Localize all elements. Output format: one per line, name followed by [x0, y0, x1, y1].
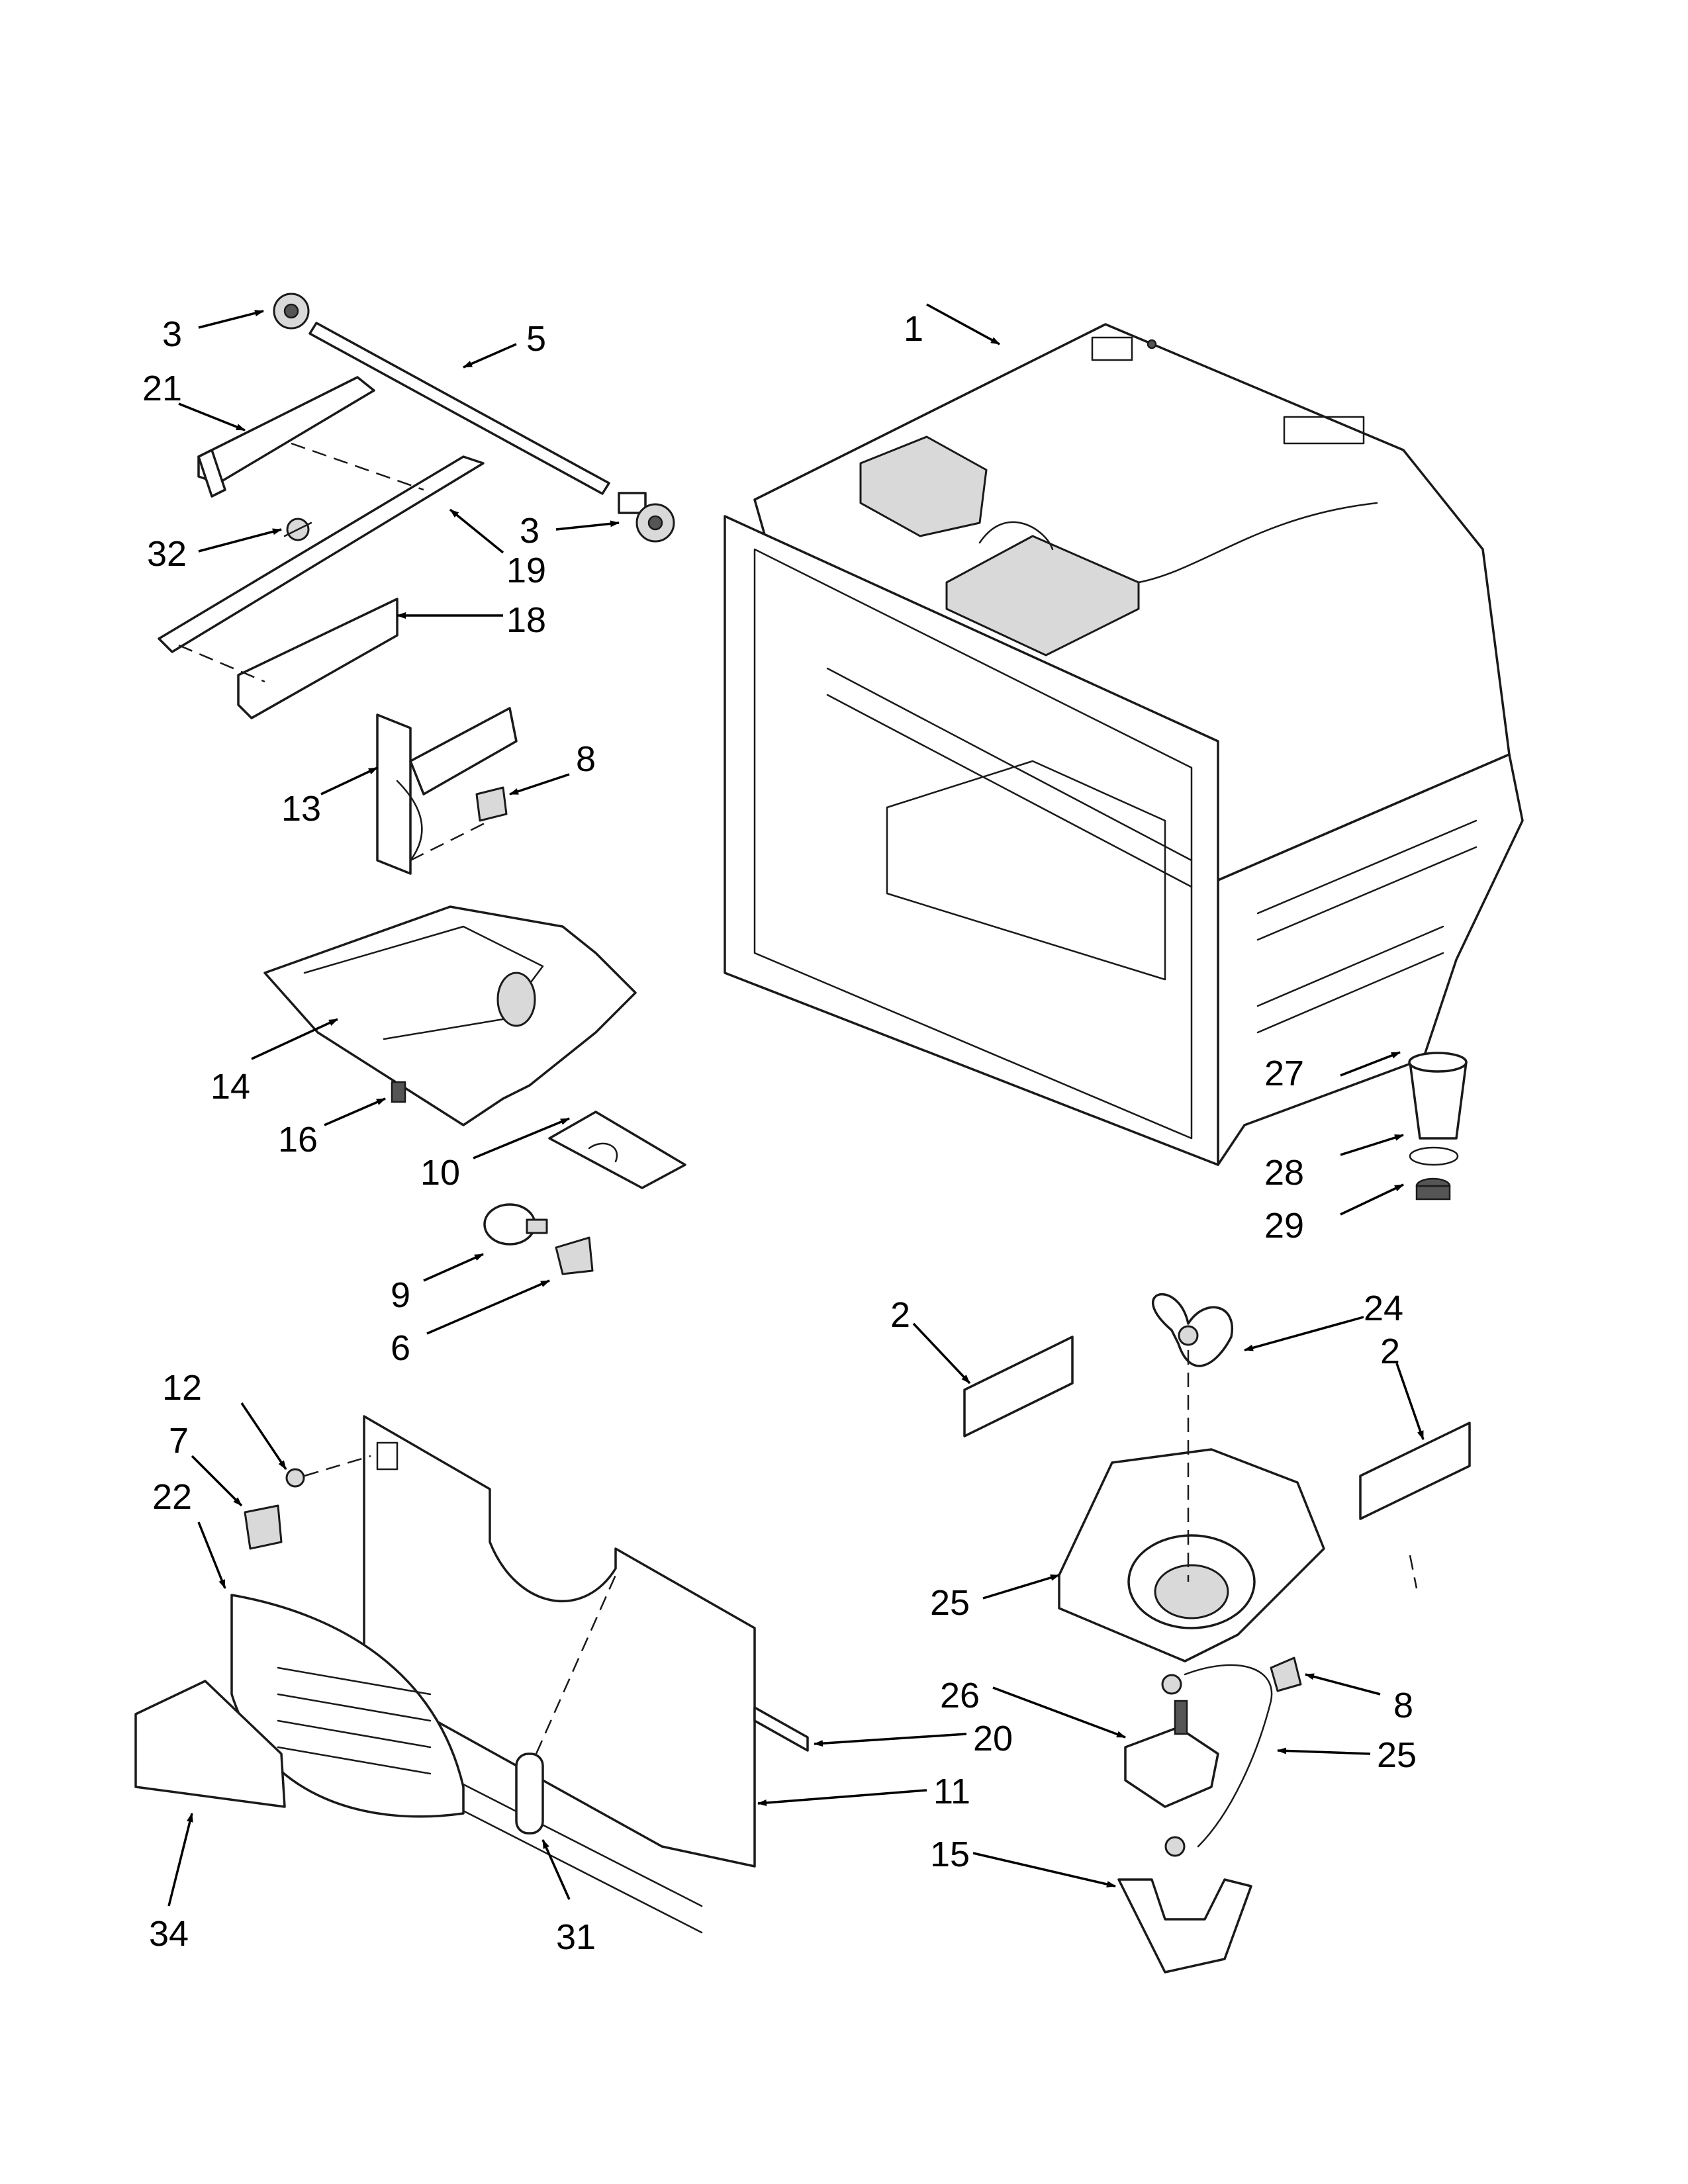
callout-12: 12: [162, 1368, 202, 1408]
callout-10: 10: [420, 1153, 460, 1193]
callout-15: 15: [930, 1835, 970, 1874]
part-7-thermistor-bracket: [244, 1504, 283, 1550]
callout-27: 27: [1264, 1054, 1304, 1093]
callout-5: 5: [526, 319, 546, 359]
callout-28: 28: [1264, 1153, 1304, 1193]
callout-29: 29: [1264, 1206, 1304, 1246]
callout-18: 18: [506, 600, 546, 640]
part-29-spacer: [1415, 1177, 1451, 1201]
part-34-cover: [134, 1680, 286, 1808]
part-24-fan-blade: [1152, 1293, 1234, 1367]
part-16-clip: [391, 1081, 406, 1103]
part-13-bracket: [376, 707, 518, 875]
callout-1: 1: [904, 309, 923, 349]
callout-31: 31: [556, 1917, 596, 1957]
part-14-tray: [263, 905, 637, 1126]
callout-13: 13: [281, 789, 321, 829]
callout-21: 21: [142, 369, 182, 408]
callout-25: 25: [1377, 1735, 1417, 1775]
callout-8-upper: 8: [576, 739, 596, 779]
callout-labels: 1 3 5 21 3 32 19 18 8 13 14 16 10 27 28 …: [142, 309, 1417, 1957]
callout-2-left: 2: [890, 1295, 910, 1335]
part-11-rear-cover: [363, 1415, 756, 1934]
part-31-sensor: [515, 1574, 617, 1835]
part-21-slide-bracket: [197, 376, 375, 498]
callout-19: 19: [506, 551, 546, 590]
callout-23: 25: [930, 1583, 970, 1623]
part-6-socket: [555, 1236, 594, 1275]
part-25-wire: [1184, 1664, 1273, 1848]
callout-26: 26: [940, 1676, 980, 1715]
part-20-seal: [753, 1706, 809, 1752]
callout-11: 11: [933, 1772, 970, 1811]
part-23-fan-shroud: [1058, 1350, 1325, 1662]
callout-3-mid: 3: [520, 511, 539, 551]
part-5-shaft: [308, 322, 610, 495]
callout-2-right: 2: [1380, 1332, 1400, 1371]
part-12-screw: [285, 1455, 371, 1488]
part-9-light-bulb: [483, 1203, 548, 1246]
part-1-freezer-compartment: [724, 323, 1524, 1166]
callout-34: 34: [149, 1914, 189, 1954]
part-19-rail: [158, 442, 485, 653]
callout-3-top: 3: [162, 314, 182, 354]
callout-6: 6: [391, 1328, 410, 1368]
part-2-insulation-right: [1359, 1422, 1471, 1589]
callout-20: 20: [973, 1719, 1013, 1758]
callout-8-lower: 8: [1393, 1686, 1413, 1725]
callout-16: 16: [278, 1120, 318, 1160]
callout-7: 7: [169, 1421, 189, 1461]
callout-24: 24: [1364, 1289, 1403, 1328]
part-2-insulation-left: [963, 1336, 1074, 1437]
callout-9: 9: [391, 1275, 410, 1315]
part-32-screw: [283, 518, 312, 541]
part-26-motor: [1124, 1674, 1219, 1808]
callout-22: 22: [152, 1477, 192, 1517]
callout-leaders: [167, 303, 1425, 1907]
part-28-washer: [1409, 1146, 1459, 1166]
part-3-gear-upper: [273, 293, 310, 330]
part-27-foot: [1408, 1052, 1468, 1140]
callout-14: 14: [211, 1067, 250, 1107]
part-3-gear-lower: [618, 492, 675, 543]
callout-32: 32: [147, 534, 187, 574]
part-15-bracket: [1117, 1836, 1252, 1974]
part-8-screw-upper: [410, 786, 508, 862]
part-10-label: [548, 1111, 686, 1189]
part-8-screw-lower: [1270, 1657, 1302, 1692]
part-18-rail: [178, 598, 399, 719]
